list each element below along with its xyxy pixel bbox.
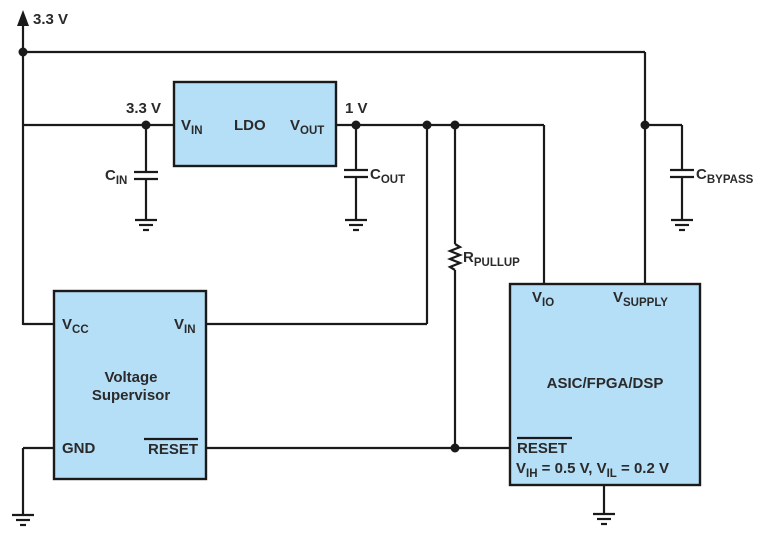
supervisor-title-line2: Supervisor — [92, 387, 171, 404]
ground-icon — [671, 218, 693, 232]
cin-label: CIN — [105, 167, 127, 187]
junction-dot — [18, 47, 28, 57]
ldo-title: LDO — [234, 117, 266, 134]
asic-title: ASIC/FPGA/DSP — [547, 375, 664, 392]
asic-threshold-spec: VIH = 0.5 V, VIL = 0.2 V — [516, 460, 669, 480]
voltage-supervisor-block — [52, 289, 208, 481]
ground-icon — [135, 218, 157, 232]
ldo-vout-pin: VOUT — [290, 117, 324, 137]
ldo-output-wire — [336, 123, 546, 285]
ground-icon — [593, 512, 615, 526]
supervisor-vin-wire — [206, 125, 429, 326]
supervisor-reset-pin: RESET — [148, 441, 198, 458]
rpullup-resistor — [447, 125, 463, 448]
ldo-vin-pin: VIN — [181, 117, 203, 137]
asic-vsupply-pin: VSUPPLY — [613, 289, 668, 309]
cout-capacitor — [344, 125, 368, 220]
supervisor-vin-pin: VIN — [174, 316, 196, 336]
supply-voltage-label: 3.3 V — [33, 11, 68, 28]
ground-icon — [345, 218, 367, 232]
cbypass-label: CBYPASS — [696, 166, 754, 186]
supervisor-gnd-wire — [21, 446, 54, 515]
ground-icon — [12, 513, 34, 527]
rpullup-label: RPULLUP — [463, 249, 520, 269]
ldo-input-voltage: 3.3 V — [126, 100, 161, 117]
ldo-block — [172, 80, 338, 168]
supervisor-gnd-pin: GND — [62, 440, 96, 457]
top-rail-wire — [23, 50, 647, 285]
cout-label: COUT — [370, 166, 405, 186]
cbypass-capacitor — [645, 123, 694, 220]
junction-dot — [450, 443, 460, 453]
supervisor-vcc-pin: VCC — [62, 316, 89, 336]
cin-capacitor — [134, 125, 158, 220]
asic-fpga-dsp-block — [508, 282, 702, 487]
supply-arrow-icon — [17, 10, 29, 325]
asic-vio-pin: VIO — [532, 289, 554, 309]
supervisor-title-line1: Voltage — [104, 369, 157, 386]
asic-reset-pin: RESET — [517, 440, 567, 457]
ldo-output-voltage: 1 V — [345, 100, 368, 117]
